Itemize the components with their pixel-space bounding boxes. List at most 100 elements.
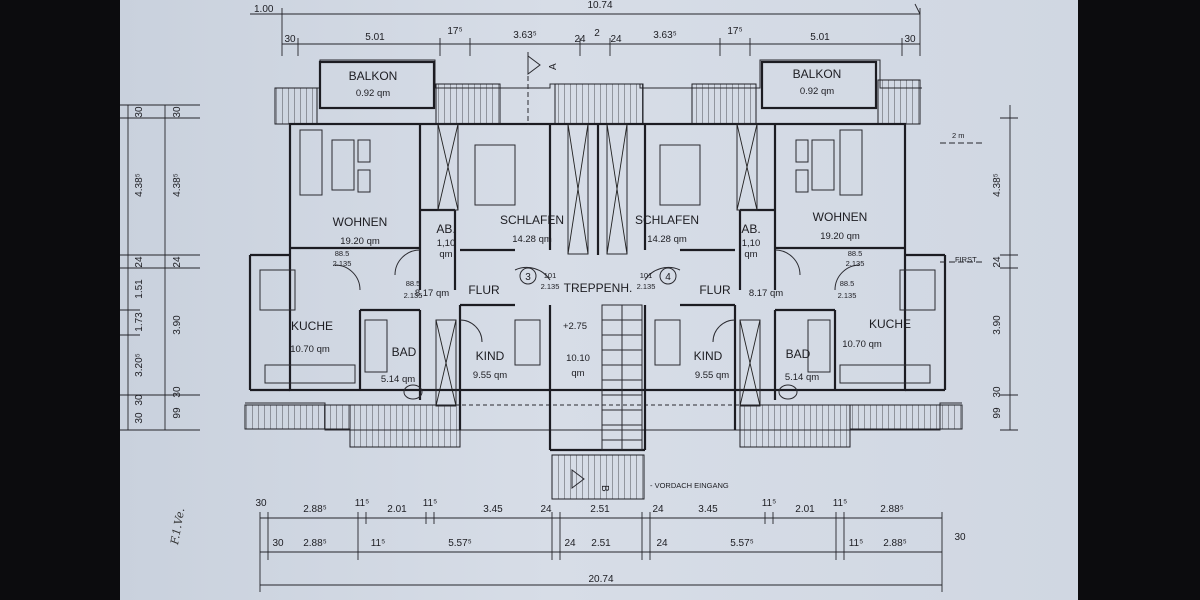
room-name: BALKON	[793, 67, 842, 81]
entrance-canopy	[551, 454, 645, 500]
bottom-dimension-lines	[259, 512, 943, 592]
dim-right-label: 3.90	[992, 315, 1003, 335]
dim-top-label: 3.63⁵	[653, 30, 677, 41]
dim-bottom-label: 5.57⁵	[448, 538, 472, 549]
room-name: KUCHE	[869, 317, 911, 331]
dim-bottom-label: 24	[540, 504, 552, 515]
dim-top-label: 30	[284, 34, 296, 45]
room-area: 1,10	[437, 238, 456, 249]
dim-left-label: 4.38⁵	[172, 173, 183, 197]
door-width: 88.5	[848, 249, 863, 258]
room-area: 19.20 qm	[820, 231, 860, 242]
door-height: 2.135	[541, 282, 560, 291]
left-dimension-lines	[120, 104, 200, 431]
dim-left-label: 24	[172, 256, 183, 268]
dim-left-label: 1.73	[134, 312, 145, 332]
dim-bottom-label: 2.51	[590, 504, 610, 515]
dim-right-label: 24	[992, 256, 1003, 268]
door-width: 88.5	[335, 249, 350, 258]
right-dim-labels: 4.38⁵ 24 3.90 30 99	[992, 173, 1003, 418]
dim-left-label: 30	[134, 394, 145, 406]
dim-top-label: 5.01	[810, 32, 830, 43]
balcony-left	[318, 60, 436, 110]
room-name: KUCHE	[291, 319, 333, 333]
room-area: 10.70 qm	[290, 344, 330, 355]
dim-top-label: 24	[574, 34, 586, 45]
dim-bottom-label: 11⁵	[762, 498, 777, 509]
roof-edge	[244, 404, 351, 430]
room-area: 0.92 qm	[800, 86, 834, 97]
right-dimension-lines	[1000, 105, 1018, 431]
dim-bottom-label: 2.88⁵	[883, 538, 907, 549]
dim-left-label: 30	[134, 106, 145, 118]
roof-edge	[849, 404, 963, 430]
dim-bottom-label: 2.88⁵	[303, 538, 327, 549]
dim-left-label: 30	[134, 412, 145, 424]
top-dimension-lines	[250, 3, 921, 56]
dim-bottom-label: 11⁵	[371, 538, 386, 549]
room-name: SCHLAFEN	[500, 213, 564, 227]
ridge-height-mark: 2 m	[952, 131, 965, 140]
doors	[334, 249, 861, 343]
bottom-dim-row2: 30 2.88⁵ 11⁵ 5.57⁵ 24 2.51 24 5.57⁵ 11⁵ …	[272, 532, 966, 549]
room-name: SCHLAFEN	[635, 213, 699, 227]
balcony-railing	[691, 83, 757, 125]
balcony-right	[760, 60, 878, 110]
room-name: KIND	[694, 349, 723, 363]
canopy-label: - VORDACH EINGANG	[650, 481, 729, 490]
left-dim-inner: 30 4.38⁵ 24 3.90 30 99	[172, 106, 183, 419]
dim-bottom-label: 30	[255, 498, 267, 509]
furniture	[259, 129, 936, 400]
door-width: 88.5	[840, 279, 855, 288]
section-label-b: B	[599, 485, 610, 492]
dim-left-label: 30	[172, 386, 183, 398]
balcony-railing	[877, 79, 921, 125]
dim-left-label: 1.51	[134, 279, 145, 299]
dim-bottom-label: 24	[656, 538, 668, 549]
door-width: 101	[640, 271, 653, 280]
room-area: 10.10	[566, 353, 590, 364]
dim-left-label: 99	[172, 407, 183, 419]
room-area: 5.14 qm	[381, 374, 415, 385]
room-name: KIND	[476, 349, 505, 363]
top-dim-row: 30 5.01 17⁵ 3.63⁵ 24 2 24 3.63⁵ 17⁵ 5.01…	[284, 26, 916, 45]
door-height: 2.135	[846, 259, 865, 268]
dim-top-total: 10.74	[587, 0, 612, 11]
dim-bottom-label: 5.57⁵	[730, 538, 754, 549]
dim-right-label: 30	[992, 386, 1003, 398]
room-area-unit: qm	[744, 249, 757, 260]
room-area-unit: qm	[439, 249, 452, 260]
dim-left-label: 3.90	[172, 315, 183, 335]
apartment-marker	[659, 267, 677, 285]
room-name: BALKON	[349, 69, 398, 83]
section-label-a: A	[548, 63, 559, 70]
roof-edge	[739, 404, 851, 448]
section-marker-a	[527, 52, 541, 125]
door-height: 2.135	[637, 282, 656, 291]
apartment-marker	[519, 267, 537, 285]
door-width: 88.5	[406, 279, 421, 288]
room-name: BAD	[392, 345, 417, 359]
dim-bottom-label: 3.45	[698, 504, 718, 515]
dim-top-label: 17⁵	[447, 26, 462, 37]
room-name: FLUR	[468, 283, 500, 297]
plan-sheet: 1.00 10.74 30 5.01 17⁵ 3.63⁵ 24 2 24 3.6…	[120, 0, 1078, 600]
shafts	[435, 123, 761, 407]
section-marker-b	[571, 469, 585, 489]
room-area: 8.17 qm	[415, 288, 449, 299]
dim-top-label: 5.01	[365, 32, 385, 43]
dim-bottom-label: 30	[272, 538, 284, 549]
dim-bottom-label: 2.01	[387, 504, 407, 515]
room-area: 19.20 qm	[340, 236, 380, 247]
dim-right-label: 99	[992, 407, 1003, 419]
dim-bottom-label: 3.45	[483, 504, 503, 515]
door-height: 2.135	[333, 259, 352, 268]
floor-plan: 1.00 10.74 30 5.01 17⁵ 3.63⁵ 24 2 24 3.6…	[120, 0, 1018, 592]
door-height: 2.135	[404, 291, 423, 300]
dim-bottom-label: 24	[564, 538, 576, 549]
room-area: 5.14 qm	[785, 372, 819, 383]
room-area: 0.92 qm	[356, 88, 390, 99]
dim-top-label: 3.63⁵	[513, 30, 537, 41]
room-area: 14.28 qm	[647, 234, 687, 245]
room-area: 9.55 qm	[695, 370, 729, 381]
